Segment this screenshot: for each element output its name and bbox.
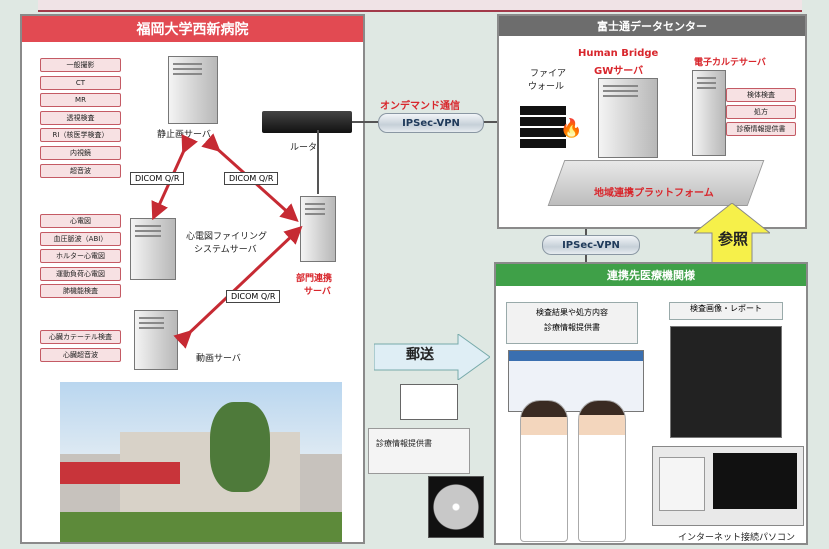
modality-top-3: 透視検査 <box>40 110 121 125</box>
endoscopy-image <box>670 326 782 438</box>
results-box: 検査結果や処方内容 診療情報提供書 <box>506 302 638 344</box>
fire-icon: 🔥 <box>560 118 583 139</box>
hospital-title: 福岡大学西新病院 <box>22 16 363 42</box>
mail-label: 郵送 <box>406 347 434 363</box>
vpn-tube-bottom: IPSec-VPN <box>542 235 640 255</box>
video-server-label: 動画サーバ <box>196 354 241 364</box>
results-label-2: 診療情報提供書 <box>544 323 600 332</box>
modality-mid-1: 血圧脈波（ABI） <box>40 231 121 246</box>
modality-bot-1: 心臓超音波 <box>40 348 121 362</box>
gw-server-label-1: Human Bridge <box>578 48 659 59</box>
modality-mid-0: 心電図 <box>40 214 121 228</box>
vpn-tube-top: IPSec-VPN <box>378 113 484 133</box>
firewall-label-1: ファイア <box>530 69 567 79</box>
regional-platform-base <box>547 160 765 206</box>
modality-mid-2: ホルター心電図 <box>40 249 121 264</box>
dept-server-label-1: 部門連携 <box>296 274 333 284</box>
still-image-server <box>168 56 218 124</box>
emr-server <box>692 70 726 156</box>
datacenter-title: 富士通データセンター <box>499 16 805 36</box>
ondemand-label: オンデマンド通信 <box>380 101 460 112</box>
modality-top-1: CT <box>40 75 121 90</box>
dept-server-label-2: サーバ <box>304 287 331 297</box>
internet-pc <box>652 446 804 526</box>
modality-top-0: 一般撮影 <box>40 58 121 72</box>
pc-label: インターネット接続パソコン <box>678 533 796 543</box>
router <box>262 111 352 133</box>
gw-server <box>598 78 658 158</box>
hospital-building-photo <box>60 382 342 542</box>
clinic-title: 連携先医療機関様 <box>496 264 806 286</box>
firewall-icon <box>520 104 566 148</box>
modality-mid-4: 肺機能検査 <box>40 284 121 299</box>
results-label-1: 検査結果や処方内容 <box>536 308 608 317</box>
platform-label: 地域連携プラットフォーム <box>594 188 714 199</box>
doctor-female <box>520 400 568 542</box>
modality-top-5: 内視鏡 <box>40 146 121 160</box>
doctor-male <box>578 400 626 542</box>
dicom-label-1: DICOM Q/R <box>130 172 185 185</box>
cd-icon <box>428 476 484 538</box>
top-banner <box>38 0 802 12</box>
emr-item-1: 処方 <box>726 105 796 119</box>
gw-server-label-2: GWサーバ <box>594 66 644 77</box>
dicom-label-2: DICOM Q/R <box>224 172 279 185</box>
emr-item-0: 検体検査 <box>726 88 796 102</box>
images-box: 検査画像・レポート <box>669 302 783 320</box>
mail-arrow <box>373 333 491 381</box>
letter-document <box>368 428 470 474</box>
firewall-label-2: ウォール <box>528 82 565 92</box>
department-link-server <box>300 196 336 262</box>
router-label: ルータ <box>290 143 318 153</box>
video-server <box>134 310 178 370</box>
emr-item-2: 診療情報提供書 <box>726 122 796 136</box>
modality-top-4: RI（核医学検査） <box>40 128 121 143</box>
envelope-icon <box>400 384 458 420</box>
modality-top-6: 超音波 <box>40 163 121 178</box>
modality-bot-0: 心臓カテーテル検査 <box>40 330 121 344</box>
reference-label: 参照 <box>718 230 749 248</box>
dicom-label-3: DICOM Q/R <box>226 290 281 303</box>
letter-label: 診療情報提供書 <box>376 439 432 448</box>
modality-top-2: MR <box>40 93 121 108</box>
modality-mid-3: 運動負荷心電図 <box>40 266 121 281</box>
emr-server-label: 電子カルテサーバ <box>694 58 766 68</box>
